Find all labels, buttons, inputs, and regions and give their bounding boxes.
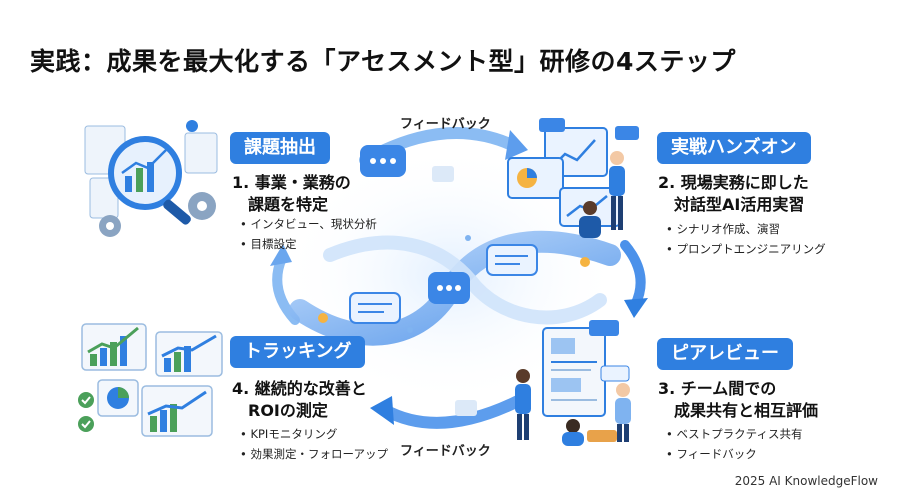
step-title-2-line1: 2. 現場実務に即した [658, 173, 809, 192]
step-title-1-line1: 1. 事業・業務の [232, 173, 351, 192]
bottom-feedback-arrow [379, 394, 526, 429]
step-title-1-line2: 課題を特定 [248, 195, 329, 214]
spark-dot [580, 257, 590, 267]
person-icon [610, 151, 624, 165]
bullet-item: プロンプトエンジニアリング [666, 239, 825, 259]
step-badge-1: 課題抽出 [230, 132, 330, 164]
page-title: 実践：成果を最大化する「アセスメント型」研修の4ステップ [30, 47, 736, 76]
bullet-item: フィードバック [666, 444, 803, 464]
bottom-feedback-arrowhead [370, 396, 394, 425]
bullet-item: KPIモニタリング [240, 424, 388, 444]
person-icon [566, 419, 580, 433]
step-title-3-line1: 3. チーム間での [658, 379, 777, 398]
person-icon [516, 369, 530, 383]
feedback-label-top: フィードバック [400, 117, 491, 132]
step-badge-3: ピアレビュー [657, 338, 793, 370]
chat-bubble-icon [589, 320, 619, 336]
step-bullets-3: ベストプラクティス共有 フィードバック [666, 424, 803, 464]
bullet-item: 効果測定・フォローアップ [240, 444, 388, 464]
step-bullets-1: インタビュー、現状分析 目標設定 [240, 214, 377, 254]
peer-review-board-illustration [515, 320, 631, 446]
chat-bubble-icon [539, 118, 565, 132]
bullet-item: インタビュー、現状分析 [240, 214, 376, 234]
spark-dot [318, 313, 328, 323]
check-icon [78, 416, 94, 432]
step-title-3: 3. チーム間での 成果共有と相互評価 [658, 378, 818, 422]
step-title-2-line2: 対話型AI活用実習 [674, 195, 805, 214]
hands-on-workstation-illustration [507, 118, 639, 238]
kpi-dashboard-illustration [78, 323, 223, 437]
chat-bubble-icon [360, 145, 406, 177]
chat-bubble-icon [600, 365, 630, 382]
step-title-3-line2: 成果共有と相互評価 [674, 401, 819, 420]
step-title-2: 2. 現場実務に即した 対話型AI活用実習 [658, 172, 809, 216]
spark-dot [407, 327, 413, 333]
bullet-item: シナリオ作成、演習 [666, 219, 826, 239]
person-icon [616, 383, 630, 397]
check-icon [78, 392, 94, 408]
step-badge-4: トラッキング [230, 336, 366, 368]
top-feedback-arrowhead [505, 130, 528, 160]
step-title-4: 4. 継続的な改善と ROIの測定 [232, 378, 367, 422]
footer-copyright: 2025 AI KnowledgeFlow [734, 474, 878, 488]
step-title-1: 1. 事業・業務の 課題を特定 [232, 172, 351, 216]
left-up-arrowhead [270, 244, 292, 266]
step-bullets-2: シナリオ作成、演習 プロンプトエンジニアリング [666, 219, 826, 259]
step-title-4-line1: 4. 継続的な改善と [232, 379, 367, 398]
chat-bubble-icon [486, 244, 538, 276]
analysis-magnifier-illustration [84, 120, 218, 237]
spark-dot [465, 235, 471, 241]
chat-bubble-icon [615, 126, 639, 140]
magnifier-icon [108, 136, 182, 210]
message-icon [432, 166, 477, 416]
step-badge-2: 実戦ハンズオン [657, 132, 811, 164]
bullet-item: 目標設定 [240, 234, 377, 254]
person-icon [583, 201, 597, 215]
right-down-arrow [620, 240, 646, 310]
right-down-arrowhead [624, 298, 648, 318]
chat-bubble-icon [349, 292, 401, 324]
step-bullets-4: KPIモニタリング 効果測定・フォローアップ [240, 424, 388, 464]
bullet-item: ベストプラクティス共有 [666, 424, 802, 444]
chat-bubble-icon [428, 272, 470, 304]
step-title-4-line2: ROIの測定 [248, 401, 328, 420]
feedback-label-bottom: フィードバック [400, 444, 491, 459]
